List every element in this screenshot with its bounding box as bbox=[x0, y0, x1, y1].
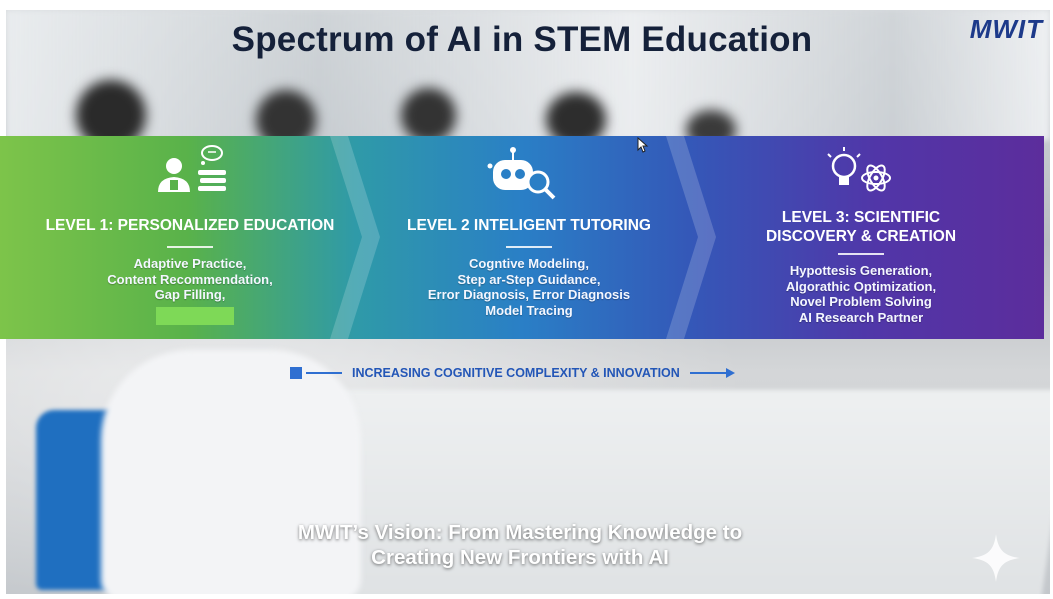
mouse-pointer-icon bbox=[637, 137, 649, 153]
progression-label: INCREASING COGNITIVE COMPLEXITY & INNOVA… bbox=[352, 366, 680, 380]
arrow-start-square bbox=[290, 367, 302, 379]
chevron-divider-2 bbox=[666, 136, 716, 339]
level-3-panel: LEVEL 3: SCIENTIFIC DISCOVERY & CREATION… bbox=[700, 136, 1022, 339]
level-2-item: Model Tracing bbox=[485, 302, 573, 318]
level-2-rule bbox=[506, 246, 552, 248]
vision-line: Creating New Frontiers with AI bbox=[371, 546, 669, 569]
level-2-heading-line: LEVEL 2 INTELIGENT TUTORING bbox=[406, 217, 651, 234]
arrow-line-left bbox=[306, 372, 342, 374]
level-2-panel: LEVEL 2 INTELIGENT TUTORING Cogntive Mod… bbox=[368, 136, 690, 339]
lightbulb-atom-icon bbox=[827, 147, 891, 192]
background-blur bbox=[401, 88, 456, 143]
level-3-item: Algorathic Optimization, bbox=[785, 278, 937, 294]
level-3-heading-line: DISCOVERY & CREATION bbox=[765, 228, 957, 245]
background-student bbox=[101, 350, 361, 594]
level-2-items: Cogntive Modeling, Step ar-Step Guidance… bbox=[368, 256, 690, 318]
level-2-item: Error Diagnosis, Error Diagnosis bbox=[427, 287, 631, 302]
vision-line: MWIT’s Vision: From Mastering Knowledge … bbox=[297, 521, 743, 544]
arrow-head-icon bbox=[725, 368, 735, 378]
level-3-heading: LEVEL 3: SCIENTIFIC DISCOVERY & CREATION bbox=[700, 208, 1022, 246]
level-3-item: Hypottesis Generation, bbox=[789, 263, 933, 278]
level-3-heading-line: LEVEL 3: SCIENTIFIC bbox=[781, 209, 941, 226]
level-3-item: Novel Problem Solving bbox=[790, 294, 932, 309]
level-1-panel: LEVEL 1: PERSONALIZED EDUCATION Adaptive… bbox=[6, 136, 374, 339]
level-1-items: Adaptive Practice, Content Recommendatio… bbox=[6, 256, 374, 303]
vision-statement: MWIT’s Vision: From Mastering Knowledge … bbox=[200, 520, 840, 570]
robot-magnifier-icon bbox=[487, 147, 556, 200]
level-2-item: Cogntive Modeling, bbox=[469, 256, 589, 271]
slide-title: Spectrum of AI in STEM Education bbox=[231, 20, 813, 59]
level-1-heading-line: LEVEL 1: PERSONALIZED EDUCATION bbox=[45, 217, 335, 234]
level-3-item: AI Research Partner bbox=[798, 309, 924, 325]
level-1-item: Adaptive Practice, bbox=[133, 256, 247, 271]
level-1-heading: LEVEL 1: PERSONALIZED EDUCATION bbox=[6, 216, 374, 235]
student-books-icon bbox=[158, 145, 226, 192]
level-3-items: Hypottesis Generation, Algorathic Optimi… bbox=[700, 263, 1022, 325]
level-1-item: Gap Filling, bbox=[154, 287, 226, 302]
progression-arrow: INCREASING COGNITIVE COMPLEXITY & INNOVA… bbox=[290, 363, 735, 383]
level-1-item: Content Recommendation, bbox=[107, 271, 273, 287]
sparkle-icon bbox=[972, 534, 1020, 582]
chevron-divider-1 bbox=[330, 136, 380, 339]
background-windows bbox=[6, 10, 1050, 140]
highlight-box bbox=[156, 307, 234, 325]
level-2-item: Step ar-Step Guidance, bbox=[457, 271, 601, 287]
mwit-logo: MWIT bbox=[969, 14, 1043, 44]
level-2-heading: LEVEL 2 INTELIGENT TUTORING bbox=[368, 216, 690, 235]
level-3-rule bbox=[838, 253, 884, 255]
level-1-rule bbox=[167, 246, 213, 248]
arrow-line-right bbox=[689, 372, 726, 374]
